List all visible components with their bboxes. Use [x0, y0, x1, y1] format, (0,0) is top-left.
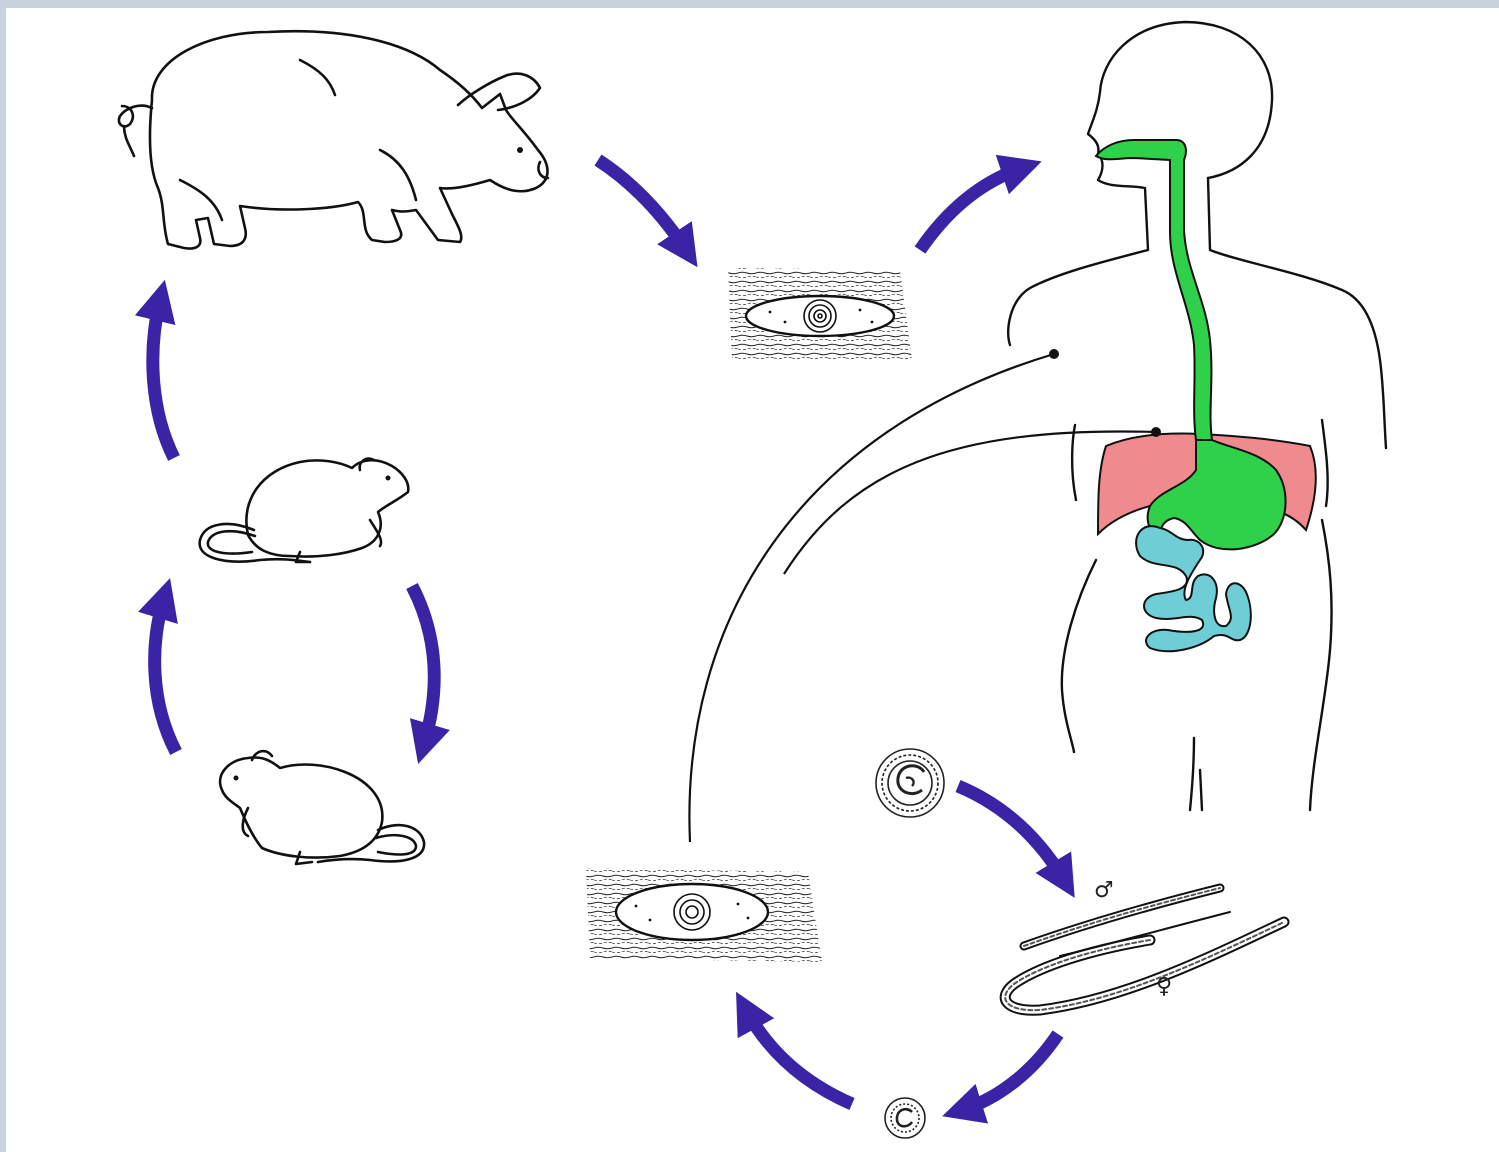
male-symbol-label: ♂ [1094, 880, 1114, 902]
liver-endpoint-dot [1151, 427, 1161, 437]
muscle-cyst-top-figure [728, 268, 912, 360]
female-symbol-label: ♀ [1156, 976, 1172, 998]
lung-endpoint-dot [1049, 349, 1059, 359]
diagram-background [6, 8, 1499, 1152]
muscle-cyst-bottom-figure [586, 868, 822, 962]
